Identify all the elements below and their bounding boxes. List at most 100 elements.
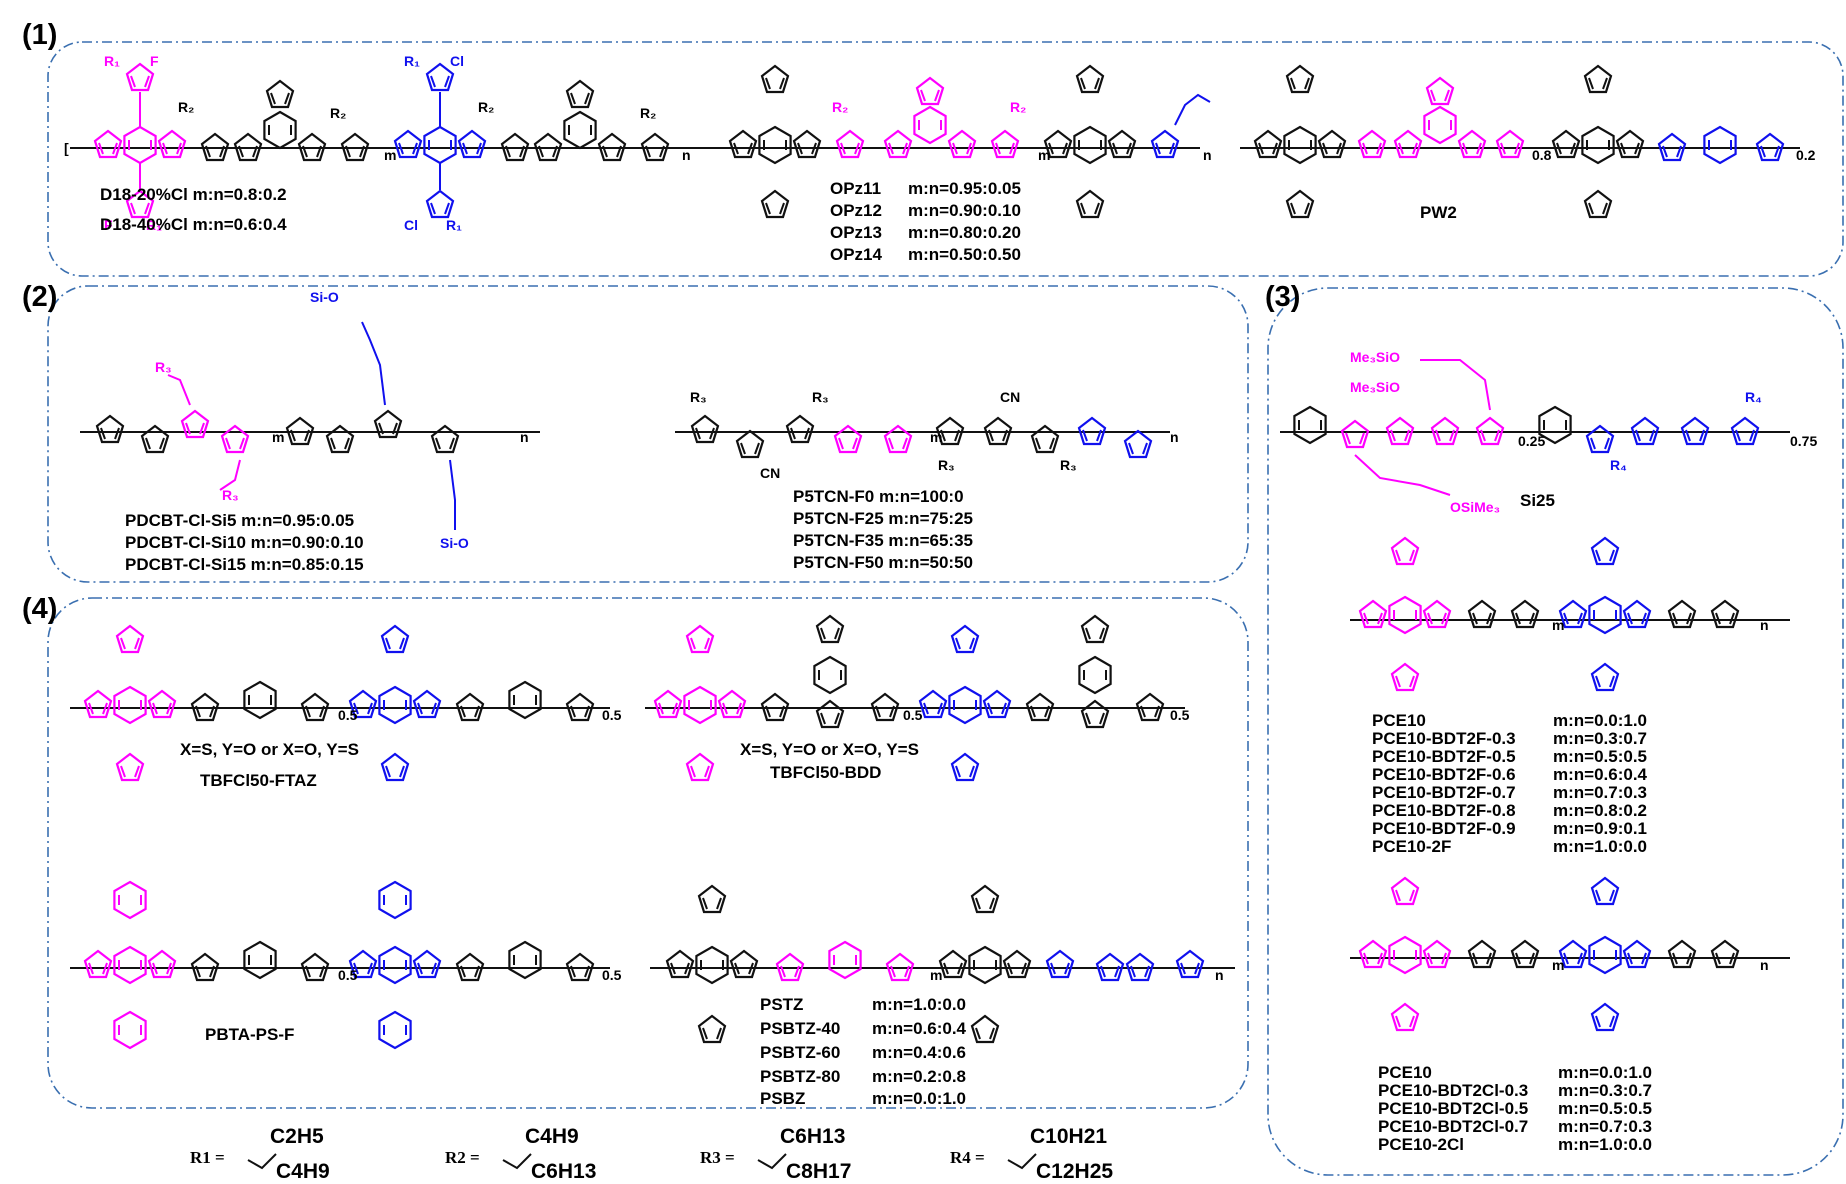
bdt2cl-ratio-3: m:n=0.5:0.5: [1558, 1099, 1652, 1118]
svg-text:F: F: [150, 53, 159, 69]
svg-text:R₂: R₂: [832, 99, 848, 115]
pbta-ps-f-structure: 0.5 0.5: [70, 880, 622, 1050]
p5tcn-label-3: P5TCN-F35 m:n=65:35: [793, 531, 973, 550]
svg-text:R₃: R₃: [812, 389, 829, 405]
pstz-ratio-4: m:n=0.2:0.8: [872, 1067, 966, 1086]
bdt2f-name-5: PCE10-BDT2F-0.7: [1372, 783, 1516, 802]
pw2-structure: 0.8 0.2: [1240, 64, 1816, 219]
svg-text:OSiMe₃: OSiMe₃: [1450, 499, 1500, 515]
panel-1-label: (1): [22, 19, 57, 51]
bdt2f-ratio-1: m:n=0.0:1.0: [1553, 711, 1647, 730]
panel-1-frame: [47, 41, 1844, 277]
svg-text:CN: CN: [1000, 389, 1020, 405]
pw2-label: PW2: [1420, 203, 1457, 222]
bdt2f-name-3: PCE10-BDT2F-0.5: [1372, 747, 1516, 766]
bdd-label: TBFCl50-BDD: [770, 763, 881, 782]
bdt2f-ratio-8: m:n=1.0:0.0: [1553, 837, 1647, 856]
pstz-ratio-1: m:n=1.0:0.0: [872, 995, 966, 1014]
bdt2cl-name-3: PCE10-BDT2Cl-0.5: [1378, 1099, 1528, 1118]
bdt2f-ratio-4: m:n=0.6:0.4: [1553, 765, 1648, 784]
ftaz-label: TBFCl50-FTAZ: [200, 771, 317, 790]
pdcbt-label-2: PDCBT-Cl-Si10 m:n=0.90:0.10: [125, 533, 364, 552]
opz-name-3: OPz13: [830, 223, 882, 242]
bdt2cl-ratio-1: m:n=0.0:1.0: [1558, 1063, 1652, 1082]
bdd-xy-label: X=S, Y=O or X=O, Y=S: [740, 740, 919, 759]
r2-definition: R2 = C4H9 C6H13: [445, 1125, 596, 1183]
panel-4-label: (4): [22, 593, 57, 625]
svg-text:R₁: R₁: [404, 53, 420, 69]
svg-text:R₂: R₂: [330, 105, 346, 121]
svg-text:R₃: R₃: [690, 389, 707, 405]
svg-text:R₁: R₁: [104, 53, 120, 69]
bdt2cl-name-1: PCE10: [1378, 1063, 1432, 1082]
bdd-sub-1: 0.5: [903, 707, 923, 723]
bdt2cl-ratio-2: m:n=0.3:0.7: [1558, 1081, 1652, 1100]
pstz-ratio-3: m:n=0.4:0.6: [872, 1043, 966, 1062]
si25-sub-2: 0.75: [1790, 433, 1817, 449]
bdt2cl-labels: PCE10 m:n=0.0:1.0 PCE10-BDT2Cl-0.3 m:n=0…: [1378, 1063, 1652, 1154]
p5tcn-labels: P5TCN-F0 m:n=100:0 P5TCN-F25 m:n=75:25 P…: [793, 487, 973, 572]
svg-text:R4 =: R4 =: [950, 1148, 985, 1167]
pw2-sub-2: 0.2: [1796, 147, 1816, 163]
tbfcl50-ftaz-structure: 0.5 0.5: [70, 624, 622, 782]
bdt2f-name-7: PCE10-BDT2F-0.9: [1372, 819, 1516, 838]
svg-text:n: n: [1170, 429, 1179, 445]
bdt2f-name-1: PCE10: [1372, 711, 1426, 730]
svg-text:n: n: [1203, 147, 1212, 163]
opz-name-4: OPz14: [830, 245, 883, 264]
panel-3-frame: [1267, 287, 1844, 1176]
tbfcl50-bdd-structure: 0.5 0.5: [645, 614, 1190, 782]
si25-sub-1: 0.25: [1518, 433, 1545, 449]
svg-text:C2H5: C2H5: [270, 1125, 324, 1148]
si25-structure: Me₃SiO Me₃SiO OSiMe₃ R₄ R₄ 0.25 0.75: [1280, 349, 1817, 515]
bdt2f-ratio-3: m:n=0.5:0.5: [1553, 747, 1647, 766]
svg-text:m: m: [930, 429, 942, 445]
opz-labels: OPz11 m:n=0.95:0.05 OPz12 m:n=0.90:0.10 …: [830, 179, 1021, 264]
pbta-sub-2: 0.5: [602, 967, 622, 983]
svg-text:C10H21: C10H21: [1030, 1125, 1107, 1148]
ftaz-sub-1: 0.5: [338, 707, 358, 723]
svg-text:n: n: [520, 429, 529, 445]
bdt2f-ratio-2: m:n=0.3:0.7: [1553, 729, 1647, 748]
pbta-label: PBTA-PS-F: [205, 1025, 294, 1044]
panel-4-frame: [47, 597, 1249, 1109]
svg-text:R₁: R₁: [446, 217, 462, 233]
pstz-name-2: PSBTZ-40: [760, 1019, 840, 1038]
bdt2cl-ratio-4: m:n=0.7:0.3: [1558, 1117, 1652, 1136]
svg-text:Si-O: Si-O: [440, 535, 469, 551]
pw2-sub-1: 0.8: [1532, 147, 1552, 163]
svg-text:[: [: [64, 140, 69, 156]
pstz-name-4: PSBTZ-80: [760, 1067, 840, 1086]
svg-text:R₁: R₁: [146, 217, 162, 233]
svg-text:R1 =: R1 =: [190, 1148, 225, 1167]
svg-text:m: m: [1552, 617, 1564, 633]
p5tcn-label-4: P5TCN-F50 m:n=50:50: [793, 553, 973, 572]
pstz-ratio-2: m:n=0.6:0.4: [872, 1019, 967, 1038]
svg-text:C12H25: C12H25: [1036, 1160, 1113, 1183]
pstz-name-1: PSTZ: [760, 995, 803, 1014]
svg-text:R₄: R₄: [1610, 457, 1627, 473]
svg-text:R3 =: R3 =: [700, 1148, 735, 1167]
svg-text:Me₃SiO: Me₃SiO: [1350, 379, 1400, 395]
r3-definition: R3 = C6H13 C8H17: [700, 1125, 851, 1183]
svg-text:m: m: [384, 147, 396, 163]
si25-label: Si25: [1520, 491, 1555, 510]
svg-text:F: F: [104, 217, 113, 233]
svg-text:m: m: [930, 967, 942, 983]
ftaz-sub-2: 0.5: [602, 707, 622, 723]
opz-ratio-4: m:n=0.50:0.50: [908, 245, 1021, 264]
panel-3-label: (3): [1265, 281, 1300, 313]
svg-text:R₂: R₂: [178, 99, 194, 115]
p5tcn-label-2: P5TCN-F25 m:n=75:25: [793, 509, 973, 528]
opz-ratio-2: m:n=0.90:0.10: [908, 201, 1021, 220]
svg-text:R₃: R₃: [155, 359, 172, 375]
bdd-sub-2: 0.5: [1170, 707, 1190, 723]
svg-text:n: n: [682, 147, 691, 163]
svg-text:n: n: [1215, 967, 1224, 983]
pdcbt-structure: R₃ R₃ Si-O Si-O m n: [80, 289, 540, 551]
